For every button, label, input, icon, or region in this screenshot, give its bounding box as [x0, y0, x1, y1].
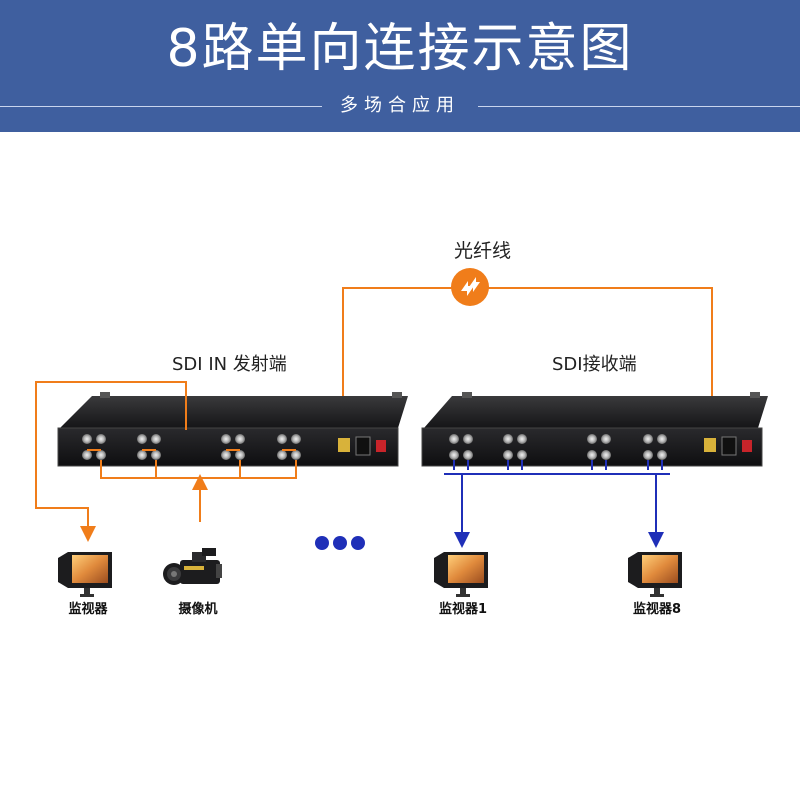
subtitle-bar: 多场合应用 [0, 94, 800, 120]
tx-monitor-icon [58, 552, 112, 597]
receiver-bnc-ports [449, 434, 667, 460]
ellipsis-dots [315, 536, 365, 550]
transmitter-device [57, 392, 408, 467]
fiber-label: 光纤线 [454, 240, 512, 262]
header-banner: 8路单向连接示意图 多场合应用 [0, 0, 800, 132]
fiber-cable [342, 287, 713, 440]
subtitle-divider-left [0, 106, 322, 107]
rx-monitor-8-label: 监视器8 [632, 602, 682, 617]
page-subtitle: 多场合应用 [340, 95, 460, 116]
receiver-wiring [444, 460, 670, 548]
rx-monitor-1-label: 监视器1 [438, 602, 488, 617]
subtitle-divider-right [478, 106, 800, 107]
transmitter-bnc-ports [82, 434, 301, 460]
transmitter-wiring [35, 381, 297, 542]
receiver-label: SDI接收端 [552, 354, 637, 375]
page-title: 8路单向连接示意图 [166, 19, 634, 79]
rx-monitor-1-icon [434, 552, 488, 597]
tx-monitor-label: 监视器 [68, 602, 108, 617]
camera-label: 摄像机 [178, 602, 218, 617]
fiber-icon [451, 268, 489, 306]
rx-monitor-8-icon [628, 552, 682, 597]
camera-icon [163, 548, 222, 585]
transmitter-label: SDI IN 发射端 [172, 354, 287, 375]
receiver-device [421, 392, 768, 467]
